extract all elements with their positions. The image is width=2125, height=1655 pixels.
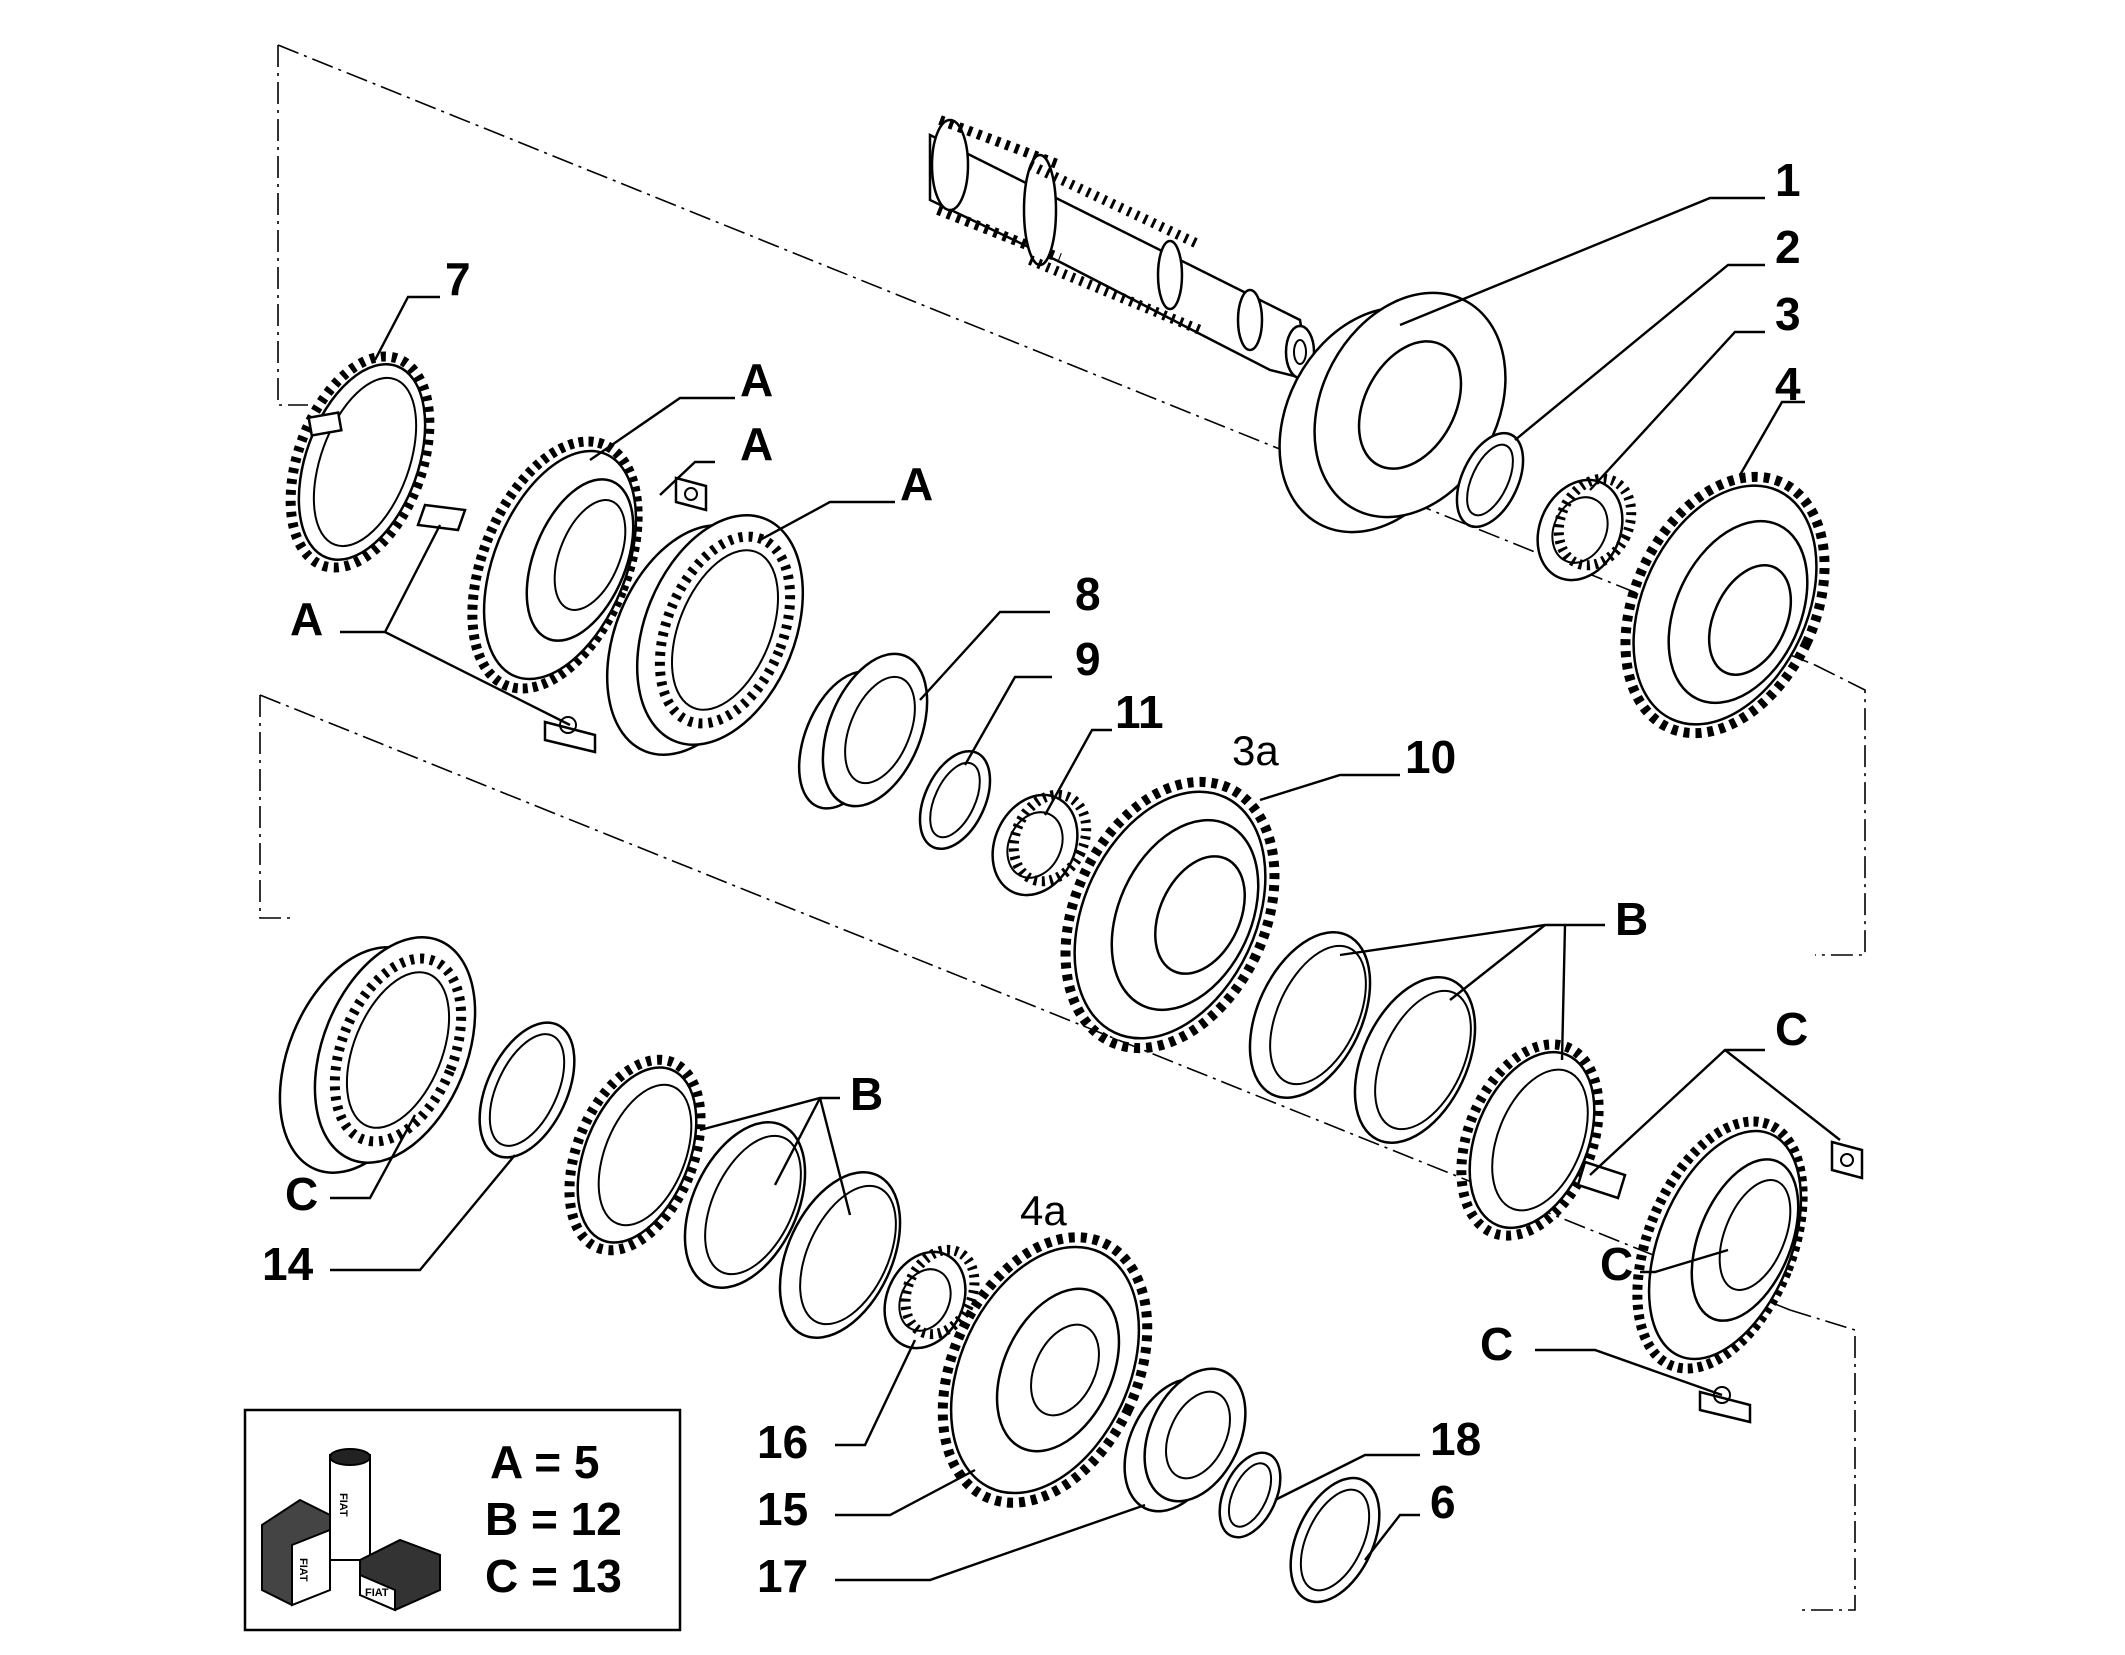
synchronizer-sleeve-upper xyxy=(605,513,805,757)
leader-lines xyxy=(330,196,1841,1582)
callout-a-1: A xyxy=(740,354,773,406)
key-pad-c xyxy=(1576,1160,1627,1200)
synchro-ring-lower xyxy=(564,1054,706,1256)
callout-14: 14 xyxy=(262,1238,314,1290)
spring-clip-lower xyxy=(543,716,597,754)
callout-4: 4 xyxy=(1775,358,1801,410)
needle-bearing-16 xyxy=(883,1244,980,1350)
callout-6: 6 xyxy=(1430,1476,1456,1528)
gear-3a xyxy=(1060,776,1280,1054)
spring-clip-upper xyxy=(674,476,708,512)
callout-labels: 1 2 3 4 7 A A A A 8 9 11 3a 10 B C C C C… xyxy=(262,154,1808,1602)
callout-c-2: C xyxy=(1600,1238,1633,1290)
callout-a-2: A xyxy=(740,418,773,470)
callout-16: 16 xyxy=(757,1416,808,1468)
callout-1: 1 xyxy=(1775,154,1801,206)
needle-bearing-11 xyxy=(991,789,1092,897)
bushing-8 xyxy=(797,652,929,810)
fiat-logo-2: FIAT xyxy=(297,1558,309,1582)
kit-legend: FIAT FIAT FIAT A = 5 B = 12 C = 13 xyxy=(243,1408,682,1632)
label-gear-4a: 4a xyxy=(1020,1187,1067,1234)
fiat-logo-3: FIAT xyxy=(365,1587,389,1599)
callout-18: 18 xyxy=(1430,1413,1481,1465)
callout-c-3: C xyxy=(1480,1318,1513,1370)
callout-11: 11 xyxy=(1115,686,1164,738)
callout-2: 2 xyxy=(1775,221,1801,273)
cone-ring-upper-right xyxy=(1353,976,1477,1144)
cone-ring-upper-left xyxy=(1248,931,1372,1099)
callout-17: 17 xyxy=(757,1550,808,1602)
bearing-17 xyxy=(1123,1367,1247,1513)
callout-a-3: A xyxy=(900,458,933,510)
legend-row-c: C = 13 xyxy=(485,1550,622,1602)
callout-8: 8 xyxy=(1075,568,1101,620)
callout-7: 7 xyxy=(445,253,471,305)
snap-ring-9 xyxy=(918,749,992,851)
callout-b-1: B xyxy=(1615,893,1648,945)
callout-9: 9 xyxy=(1075,633,1101,685)
shim-ring-14 xyxy=(478,1021,576,1159)
needle-bearing-3 xyxy=(1536,473,1637,582)
callout-15: 15 xyxy=(757,1483,808,1535)
key-pad xyxy=(416,503,467,532)
callout-b-2: B xyxy=(850,1068,883,1120)
synchro-ring-7 xyxy=(285,351,435,573)
callout-3: 3 xyxy=(1775,288,1801,340)
cone-ring-lower-right xyxy=(778,1171,902,1339)
gear-4a xyxy=(937,1232,1153,1508)
fiat-logo-1: FIAT xyxy=(337,1493,349,1517)
spring-clip-c-upper xyxy=(1830,1140,1864,1180)
snap-ring-2 xyxy=(1455,431,1525,529)
legend-row-a: A = 5 xyxy=(490,1436,600,1488)
synchronizer-hub-upper xyxy=(467,436,643,694)
synchronizer-sleeve-lower xyxy=(278,936,477,1174)
legend-row-b: B = 12 xyxy=(485,1493,622,1545)
cone-ring-lower-left xyxy=(683,1121,807,1289)
main-shaft xyxy=(928,115,1316,382)
shim-ring-6 xyxy=(1289,1476,1381,1604)
label-gear-3a: 3a xyxy=(1232,727,1279,774)
callout-a-4: A xyxy=(290,593,323,645)
gear-4 xyxy=(1620,471,1830,739)
callout-c-1: C xyxy=(1775,1003,1808,1055)
fiat-parts-kit-icon: FIAT FIAT FIAT xyxy=(261,1448,441,1612)
bearing-1 xyxy=(1278,291,1507,534)
snap-ring-18 xyxy=(1218,1451,1282,1539)
callout-c-4: C xyxy=(285,1168,318,1220)
synchronizer-hub-lower xyxy=(1632,1116,1808,1374)
spring-clip-c-lower xyxy=(1698,1386,1752,1424)
callout-10: 10 xyxy=(1405,731,1456,783)
